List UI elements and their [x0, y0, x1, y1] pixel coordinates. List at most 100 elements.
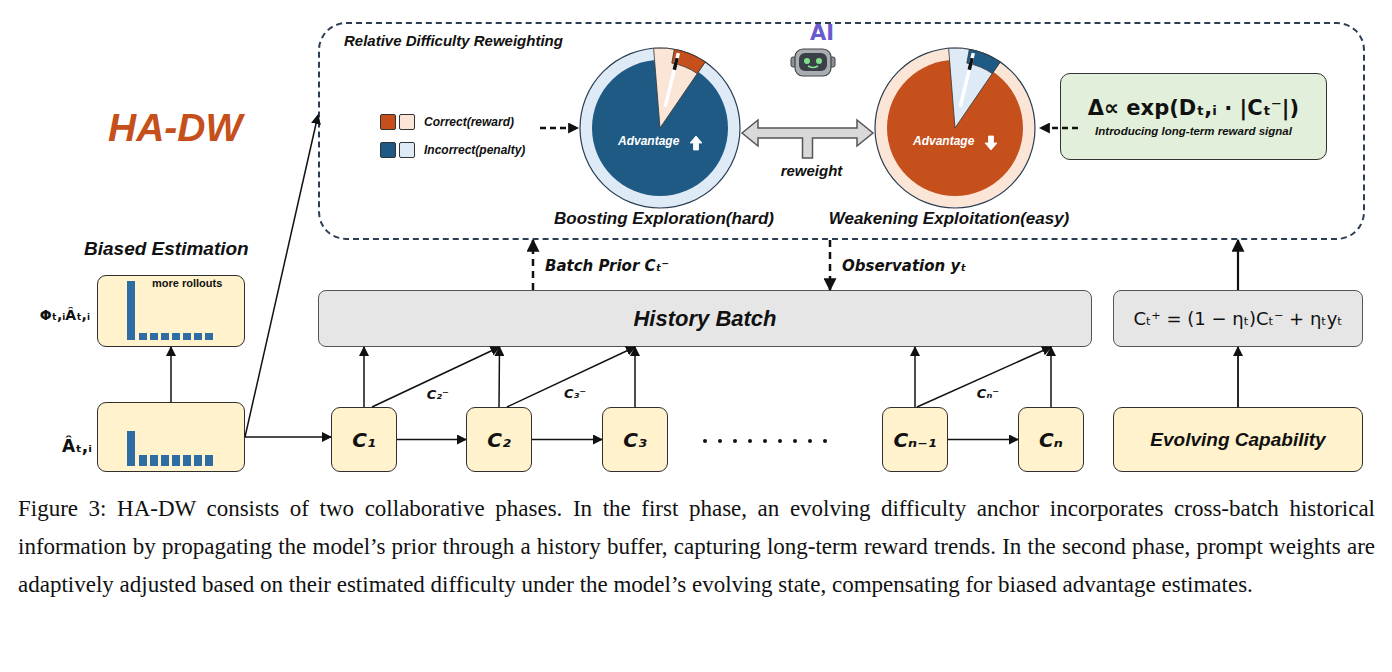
icon-label: AI: [810, 21, 834, 45]
bar: [150, 333, 158, 340]
ellipsis-dots: [703, 439, 827, 443]
edge-label: C₃⁻: [564, 386, 586, 401]
capability-box: C₂: [466, 407, 532, 472]
direction-arrow: [690, 136, 702, 150]
bar: [194, 333, 202, 340]
block-arrow: [742, 120, 873, 158]
dial-needle: [665, 53, 678, 106]
legend-row: Incorrect(penalty): [380, 136, 525, 164]
legend-swatch: [380, 142, 396, 158]
flow-arrow: [948, 439, 1018, 441]
dial-caption: Weakening Exploitation(easy): [829, 209, 1070, 229]
flow-arrow: [1050, 347, 1052, 407]
robot-ear: [791, 57, 796, 67]
edge-label: Observation yₜ: [842, 257, 966, 275]
update-rule-box: Cₜ⁺ = (1 − ηₜ)Cₜ⁻ + ηₜyₜ: [1113, 290, 1363, 347]
robot-head: [795, 49, 831, 76]
robot-mouth: [808, 66, 818, 68]
dot: [733, 439, 737, 443]
node-text: C₁: [352, 428, 375, 452]
dial-group: [875, 48, 1035, 208]
dot: [793, 439, 797, 443]
flow-arrow: [245, 115, 318, 437]
node-text: Introducing long-term reward signal: [1095, 125, 1292, 137]
capability-box: C₁: [331, 407, 397, 472]
dot: [748, 439, 752, 443]
dial-wedge: [654, 48, 706, 128]
bar: [150, 455, 158, 466]
capability-box: Cₙ₋₁: [882, 407, 948, 472]
node-text: C₃: [623, 428, 646, 452]
robot-ear: [830, 57, 835, 67]
dial-group: [580, 48, 740, 208]
node-text: Cₙ₋₁: [893, 428, 936, 452]
advantage-dial: Advantage: [578, 46, 742, 210]
bar: [139, 455, 147, 466]
node-text: Δ∝ exp(Dₜ,ᵢ · |Cₜ⁻|): [1088, 96, 1299, 120]
robot-eye: [804, 58, 810, 64]
edge-label: reweight: [781, 162, 843, 179]
flow-arrow: [507, 347, 635, 407]
node-text: Advantage: [618, 134, 679, 148]
dashed-arrow: [532, 240, 535, 290]
flow-arrow: [170, 347, 172, 402]
dot: [808, 439, 812, 443]
figure-caption: Figure 3: HA-DW consists of two collabor…: [18, 490, 1375, 604]
flow-arrow: [245, 436, 331, 438]
bar-chart: [127, 281, 213, 340]
bar: [205, 333, 213, 340]
dot: [703, 439, 707, 443]
node-text: more rollouts: [152, 277, 222, 289]
bar: [205, 455, 213, 466]
edge-label: C₂⁻: [427, 387, 449, 402]
flow-arrow: [1237, 240, 1239, 290]
robot-screen: [799, 53, 827, 71]
estimate-box: Biased Estimationmore rolloutsΦₜ,ᵢÂₜ,ᵢ: [97, 275, 245, 347]
legend-row: Correct(reward): [380, 108, 525, 136]
node-text: History Batch: [633, 306, 776, 332]
flow-arrow: [1237, 347, 1239, 407]
capability-box: C₃: [602, 407, 668, 472]
flow-arrow: [914, 347, 916, 407]
legend: Correct(reward)Incorrect(penalty): [380, 108, 525, 164]
flow-arrow: [363, 347, 365, 407]
bar: [161, 333, 169, 340]
bar: [139, 333, 147, 340]
direction-arrow: [985, 136, 997, 150]
flow-arrow: [372, 347, 500, 407]
node-text: Advantage: [913, 134, 974, 148]
node-text: C₂: [487, 428, 510, 452]
advantage-dial: Advantage: [873, 46, 1037, 210]
bar: [127, 281, 135, 340]
robot-eye: [816, 58, 822, 64]
bar: [161, 455, 169, 466]
pointer-arrow: [540, 127, 578, 130]
bar: [172, 333, 180, 340]
bar: [183, 455, 191, 466]
dot: [718, 439, 722, 443]
formula-box: Δ∝ exp(Dₜ,ᵢ · |Cₜ⁻|) Introducing long-ter…: [1060, 73, 1327, 160]
node-text: Cₙ: [1039, 428, 1063, 452]
dial-ring: [875, 48, 1035, 208]
node-text: Φₜ,ᵢÂₜ,ᵢ: [32, 307, 90, 323]
flow-arrow: [634, 347, 636, 407]
flow-arrow: [397, 439, 466, 441]
flow-arrow: [917, 347, 1051, 407]
dial-caption: Boosting Exploration(hard): [554, 209, 774, 229]
node-text: Âₜ,ᵢ: [58, 436, 92, 456]
capability-source-box: Evolving Capability: [1113, 407, 1363, 472]
bar: [127, 431, 135, 466]
legend-swatch: [380, 114, 396, 130]
dot: [763, 439, 767, 443]
edge-label: Batch Prior Cₜ⁻: [545, 257, 669, 275]
dot: [823, 439, 827, 443]
legend-swatch-light: [399, 114, 415, 130]
node-text: Cₜ⁺ = (1 − ηₜ)Cₜ⁻ + ηₜyₜ: [1133, 308, 1342, 329]
history-batch: History Batch: [318, 290, 1092, 347]
node-text: Biased Estimation: [84, 238, 249, 260]
node-text: Evolving Capability: [1150, 429, 1325, 451]
edge-label: Cₙ⁻: [977, 386, 999, 401]
bar: [194, 455, 202, 466]
